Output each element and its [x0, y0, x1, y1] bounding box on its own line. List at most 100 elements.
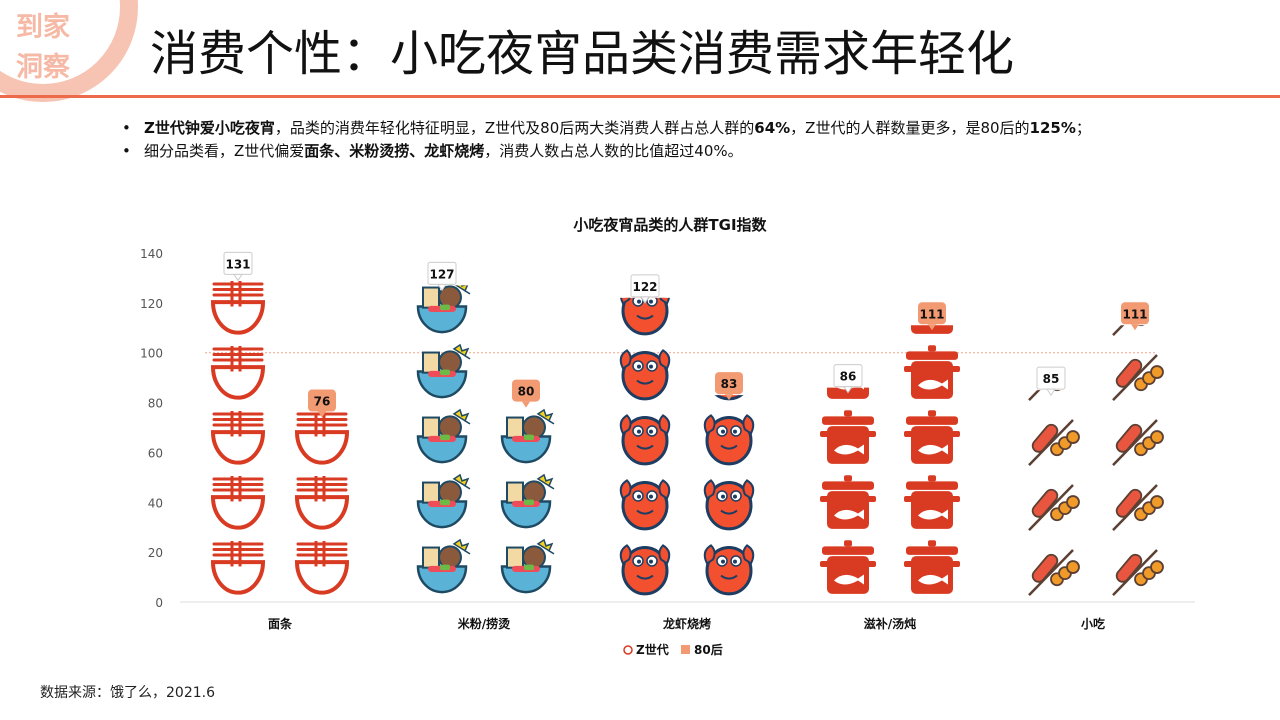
- x-tick-label: 面条: [268, 616, 293, 631]
- crayfish-icon: [619, 479, 671, 531]
- bullet-dot-icon: •: [122, 119, 131, 137]
- skewer-icon: [1028, 419, 1080, 466]
- data-label: 111: [1121, 302, 1149, 331]
- y-tick-label: 140: [140, 247, 163, 261]
- y-tick-label: 120: [140, 297, 163, 311]
- cooking-pot-icon: [820, 410, 876, 464]
- skewer-icon: [1029, 225, 1079, 270]
- bullet-emphasis: 125%: [1029, 119, 1076, 137]
- hotpot-bowl-icon: [416, 343, 471, 399]
- crayfish-icon: [705, 200, 754, 204]
- section-badge: 到家 洞察: [16, 8, 96, 88]
- data-label-value: 86: [840, 370, 857, 384]
- data-label-value: 127: [429, 267, 454, 281]
- title-divider: [0, 95, 1280, 98]
- crayfish-icon: [703, 544, 755, 596]
- skewer-icon: [1028, 484, 1080, 531]
- data-label: 127: [427, 261, 457, 292]
- noodle-bowl-icon: [210, 281, 266, 335]
- page-title: 消费个性：小吃夜宵品类消费需求年轻化: [150, 26, 1015, 82]
- noodle-bowl-icon: [213, 200, 263, 203]
- data-label-value: 111: [1122, 307, 1147, 321]
- noodle-bowl-icon: [210, 541, 266, 595]
- data-label: 86: [833, 364, 863, 394]
- noodle-bowl-icon: [210, 411, 266, 465]
- cooking-pot-icon: [820, 280, 876, 334]
- data-label-value: 131: [225, 257, 250, 271]
- noodle-bowl-icon: [294, 412, 350, 465]
- hotpot-bowl-icon: [500, 538, 555, 594]
- pictograph-bar: 122: [619, 200, 671, 596]
- data-label-value: 80: [518, 385, 535, 399]
- cooking-pot-icon: [820, 200, 876, 204]
- y-tick-label: 0: [155, 596, 163, 610]
- legend-swatch-z-gen: [623, 645, 633, 655]
- skewer-icon: [1028, 390, 1061, 401]
- cooking-pot-icon: [904, 345, 960, 399]
- pictograph-bar: 76: [294, 200, 350, 595]
- bullet-text: ，Z世代的人群数量更多，是80后的: [790, 119, 1030, 137]
- hotpot-bowl-icon: [416, 538, 471, 594]
- data-label-value: 76: [314, 395, 331, 409]
- bullet-text: ，消费人数占总人数的比值超过40%。: [484, 142, 743, 160]
- crayfish-icon: [705, 285, 754, 334]
- hotpot-bowl-icon: [502, 215, 554, 267]
- skewer-icon: [1029, 290, 1079, 335]
- legend-swatch-80s: [681, 645, 690, 654]
- hotpot-bowl-icon: [500, 408, 555, 464]
- hotpot-bowl-icon: [500, 473, 555, 529]
- pictograph-bar: 111: [904, 200, 960, 594]
- bullet-text: 细分品类看，Z世代偏爱: [144, 142, 305, 160]
- hotpot-bowl-icon: [502, 280, 554, 332]
- noodle-bowl-icon: [294, 476, 350, 530]
- noodle-bowl-icon: [297, 281, 347, 333]
- hotpot-bowl-icon: [418, 215, 470, 267]
- pictograph-bar: 127: [416, 215, 471, 594]
- bullet-emphasis: Z世代钟爱小吃夜宵: [144, 119, 275, 137]
- crayfish-icon: [621, 200, 670, 204]
- pictograph-bar: 83: [703, 200, 755, 596]
- noodle-bowl-icon: [210, 476, 266, 530]
- cooking-pot-icon: [904, 215, 960, 269]
- cooking-pot-icon: [820, 540, 876, 594]
- data-label-value: 122: [632, 280, 657, 294]
- noodle-bowl-icon: [297, 200, 347, 203]
- data-label: 131: [223, 251, 253, 282]
- pictograph-bar: 111: [1112, 225, 1164, 596]
- hotpot-bowl-icon: [416, 285, 471, 334]
- noodle-bowl-icon: [210, 346, 266, 400]
- bullet-item: • Z世代钟爱小吃夜宵，品类的消费年轻化特征明显，Z世代及80后两大类消费人群占总…: [122, 118, 1222, 139]
- legend-label: 80后: [694, 642, 723, 657]
- y-tick-label: 100: [140, 347, 163, 361]
- crayfish-icon: [620, 297, 670, 336]
- skewer-icon: [1113, 225, 1163, 270]
- x-tick-label: 米粉/捞烫: [458, 616, 511, 631]
- cooking-pot-icon: [820, 215, 876, 269]
- hotpot-bowl-icon: [416, 473, 471, 529]
- data-source-note: 数据来源：饿了么，2021.6: [40, 685, 215, 701]
- x-tick-label: 龙虾烧烤: [663, 616, 711, 631]
- crayfish-icon: [619, 414, 671, 466]
- cooking-pot-icon: [904, 200, 960, 204]
- y-tick-label: 60: [148, 446, 163, 460]
- skewer-icon: [1112, 354, 1164, 401]
- skewer-icon: [1029, 200, 1079, 205]
- skewer-icon: [1112, 549, 1164, 596]
- key-findings-list: • Z世代钟爱小吃夜宵，品类的消费年轻化特征明显，Z世代及80后两大类消费人群占总…: [122, 118, 1222, 164]
- bullet-emphasis: 面条、米粉烫捞、龙虾烧烤: [304, 142, 485, 160]
- crayfish-icon: [619, 544, 671, 596]
- bullet-text: ，品类的消费年轻化特征明显，Z世代及80后两大类消费人群占总人群的: [274, 119, 755, 137]
- data-label: 80: [512, 379, 540, 408]
- crayfish-icon: [703, 479, 755, 531]
- skewer-icon: [1112, 419, 1164, 466]
- cooking-pot-icon: [904, 475, 960, 529]
- hotpot-bowl-icon: [502, 200, 554, 202]
- bullet-text: ；: [1075, 119, 1091, 137]
- data-label-value: 111: [919, 307, 944, 321]
- data-label-value: 83: [721, 377, 738, 391]
- data-label: 83: [715, 372, 743, 401]
- hotpot-bowl-icon: [416, 408, 471, 464]
- pictograph-bar: 80: [500, 200, 555, 594]
